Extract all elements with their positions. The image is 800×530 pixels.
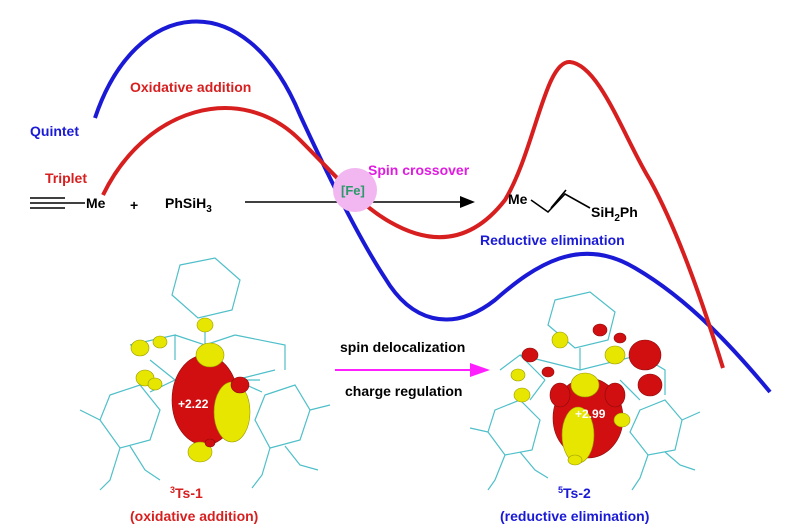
product-me-label: Me: [508, 191, 528, 207]
ts1-name: 3Ts-1: [170, 485, 203, 501]
triplet-curve: [101, 60, 725, 369]
triplet-label: Triplet: [45, 170, 87, 186]
product-silyl-label: SiH2Ph: [591, 204, 638, 224]
ts1-structure: +2.22: [79, 257, 331, 491]
ts2-name: 5Ts-2: [558, 485, 591, 501]
alkyne-reactant: Me: [30, 195, 106, 211]
silane-reactant: PhSiH3: [165, 195, 212, 215]
ts1-charge: +2.22: [178, 397, 209, 411]
reductive-elimination-label: Reductive elimination: [480, 232, 625, 248]
fe-catalyst-circle: [333, 168, 377, 212]
ts1-caption: (oxidative addition): [130, 508, 258, 524]
pink-arrowhead: [470, 363, 490, 377]
ts1-spin-density: [130, 317, 251, 463]
spin-crossover-label: Spin crossover: [368, 162, 470, 178]
plus-sign: +: [130, 197, 138, 213]
ts2-structure: +2.99: [469, 291, 701, 491]
charge-regulation-label: charge regulation: [345, 383, 462, 399]
quintet-curve: [93, 19, 772, 394]
reaction-arrowhead: [460, 196, 475, 208]
ts2-spin-density: [510, 323, 663, 466]
oxidative-addition-label: Oxidative addition: [130, 79, 251, 95]
fe-catalyst-label: [Fe]: [341, 183, 365, 198]
vinylsilane-product: Me SiH2Ph: [508, 189, 638, 224]
spin-delocalization-label: spin delocalization: [340, 339, 465, 355]
quintet-label: Quintet: [30, 123, 79, 139]
alkyne-me-label: Me: [86, 195, 106, 211]
ts2-charge: +2.99: [575, 407, 606, 421]
ts2-caption: (reductive elimination): [500, 508, 649, 524]
